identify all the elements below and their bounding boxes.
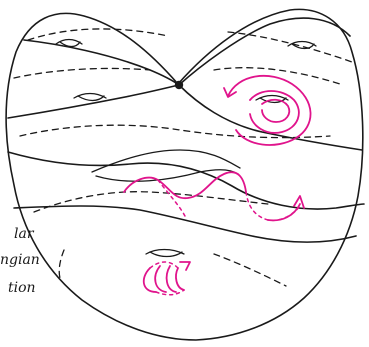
label-line-3: tion	[8, 280, 36, 296]
back-curve-left-edge	[59, 250, 64, 278]
back-curve-lower	[34, 192, 268, 212]
lagrangian-fibers	[144, 262, 190, 295]
level-curve-saddle-right	[179, 85, 362, 150]
fiber-2	[155, 266, 166, 292]
trajectory-back	[158, 180, 186, 218]
back-curve-left-middle	[14, 68, 150, 78]
level-curve-upper-left	[24, 40, 179, 85]
level-curve-saddle-left	[8, 85, 179, 118]
label-line-1: lar	[14, 226, 35, 242]
fiber-4	[176, 268, 184, 290]
concentric-orbits	[224, 76, 311, 145]
back-curve-right-middle	[214, 68, 340, 84]
fiber-1	[144, 268, 156, 292]
label-line-2: ngian	[0, 252, 40, 268]
handle-mid-left	[74, 94, 106, 101]
fiber-3	[167, 266, 176, 292]
handle-top-right	[288, 42, 316, 49]
fiber-dash-1	[150, 262, 178, 268]
back-curve-bottom-right	[214, 254, 286, 286]
level-curve-middle	[8, 152, 364, 209]
fiber-arrowhead	[180, 262, 190, 270]
handle-bottom	[146, 250, 184, 257]
orbit-middle	[250, 91, 299, 133]
back-curve-top-left	[28, 29, 168, 40]
wandering-trajectory	[124, 172, 304, 220]
level-curve-lower	[14, 206, 356, 242]
